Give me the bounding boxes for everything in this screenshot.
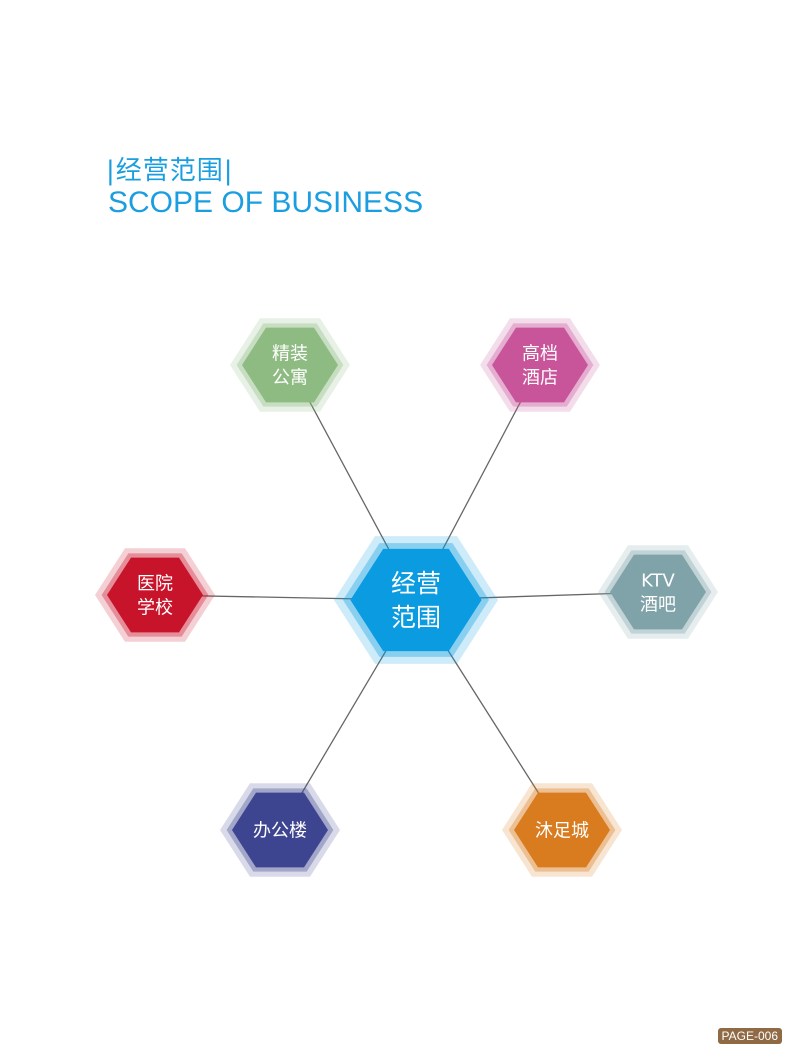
hexagon-center-label: 范围: [391, 603, 441, 632]
hexagon-center-label: 经营: [391, 569, 441, 598]
hexagon-office-label: 办公楼: [253, 820, 307, 841]
hexagon-ktv-label: KTV: [641, 570, 675, 591]
hexagon-spa: 沐足城: [502, 783, 622, 877]
hexagon-apartment-label: 公寓: [272, 368, 308, 389]
section-title-english: SCOPE OF BUSINESS: [108, 186, 424, 219]
hexagon-ktv-label: 酒吧: [640, 595, 676, 616]
hexagon-apartment-label: 精装: [272, 343, 308, 364]
hexagon-ktv: KTV 酒吧: [598, 545, 718, 639]
hexagon-office: 办公楼: [220, 783, 340, 877]
hexagon-hospital-label: 医院: [137, 573, 173, 594]
hexagon-spa-label: 沐足城: [535, 820, 589, 841]
hexagon-hotel-label: 高档: [522, 343, 558, 364]
page-number: PAGE-006: [717, 1028, 782, 1044]
hexagon-center: 经营范围: [334, 536, 498, 664]
hexagon-hospital-label: 学校: [137, 598, 173, 619]
section-title-chinese: |经营范围|: [106, 156, 234, 186]
hexagon-hotel-label: 酒店: [522, 368, 558, 389]
